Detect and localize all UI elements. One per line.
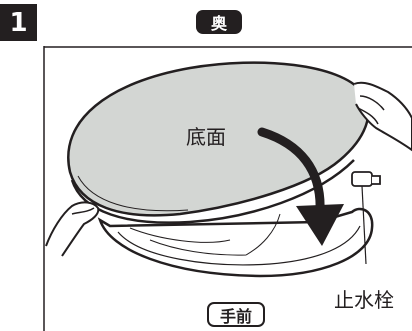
water-stopcock-icon: [351, 171, 381, 265]
direction-back-label: 奥: [196, 10, 242, 34]
bowl-inner-3: [129, 227, 231, 243]
bowl-inner: [117, 225, 361, 266]
bowl-inner-2: [149, 213, 281, 256]
direction-front-label: 手前: [207, 302, 265, 327]
arrow-icon: [257, 127, 344, 246]
step-number-badge: 1: [0, 4, 37, 41]
left-hand-icon: [45, 201, 100, 257]
water-stopcock-label: 止水栓: [334, 288, 394, 312]
bottom-surface-label: 底面: [186, 125, 226, 149]
hand-icon: [353, 81, 412, 152]
lid-edge-inner: [77, 175, 189, 212]
